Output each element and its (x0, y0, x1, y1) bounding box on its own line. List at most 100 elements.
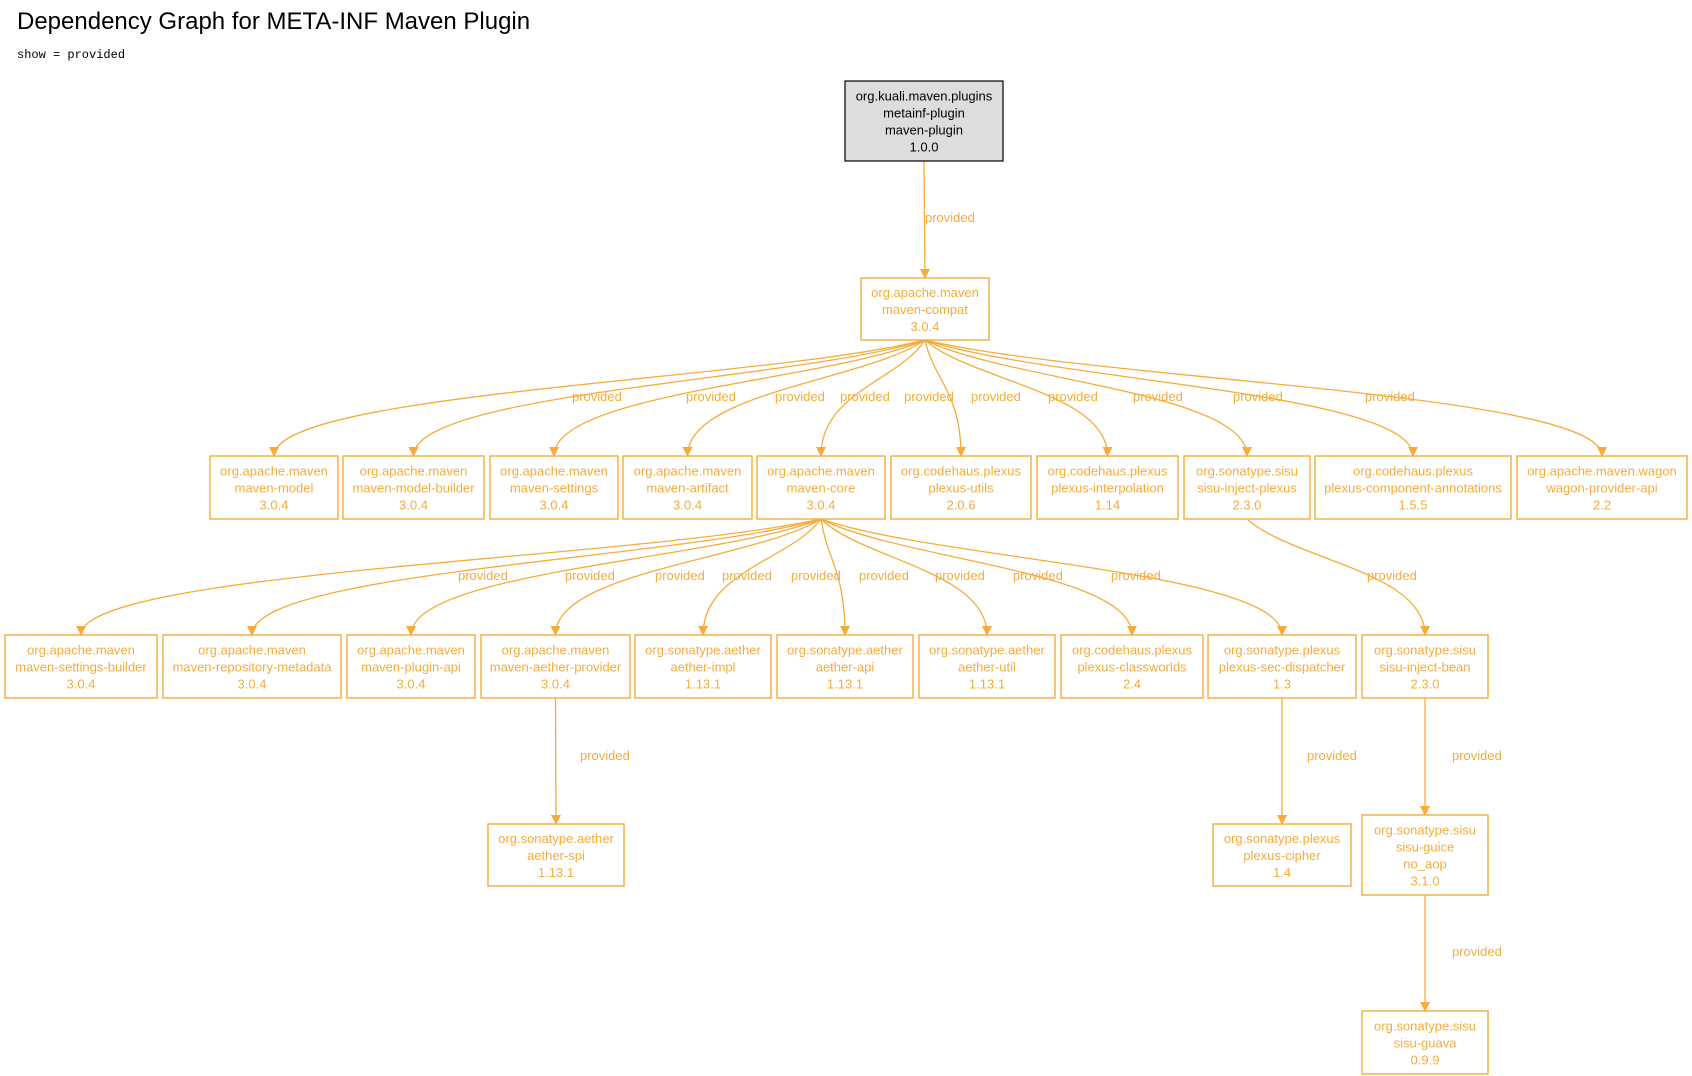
node-line: 3.0.4 (911, 319, 940, 334)
node-line: aether-api (816, 660, 875, 675)
node-line: 1.0.0 (910, 140, 939, 155)
edge-label: provided (791, 568, 841, 583)
node-maven-aether-provider: org.apache.mavenmaven-aether-provider3.0… (480, 634, 631, 699)
node-line: org.apache.maven (198, 643, 306, 658)
edge-maven-compat-to-maven-core (816, 339, 926, 457)
node-line: sisu-guice (1396, 840, 1455, 855)
edge-label: provided (1133, 389, 1183, 404)
edge-maven-core-to-aether-util (820, 518, 992, 636)
node-line: org.codehaus.plexus (1353, 464, 1473, 479)
edge-maven-core-to-maven-plugin-api (406, 518, 822, 636)
node-box (918, 634, 1056, 699)
node-root: org.kuali.maven.pluginsmetainf-pluginmav… (844, 80, 1004, 162)
node-line: maven-settings (510, 481, 599, 496)
node-box (342, 455, 485, 520)
node-line: org.apache.maven (360, 464, 468, 479)
edge-maven-core-to-plexus-classworlds (820, 518, 1137, 636)
node-line: 1.13.1 (685, 677, 721, 692)
node-line: org.apache.maven (27, 643, 135, 658)
node-maven-settings-builder: org.apache.mavenmaven-settings-builder3.… (4, 634, 158, 699)
node-line: 0.9.9 (1411, 1053, 1440, 1068)
node-line: 3.0.4 (238, 677, 267, 692)
edge-label: provided (859, 568, 909, 583)
node-line: org.sonatype.aether (645, 643, 761, 658)
node-line: plexus-interpolation (1051, 481, 1164, 496)
node-wagon-provider-api: org.apache.maven.wagonwagon-provider-api… (1516, 455, 1688, 520)
node-line: sisu-inject-plexus (1197, 481, 1297, 496)
node-line: maven-compat (882, 302, 968, 317)
edge-label: provided (1452, 944, 1502, 959)
edge-label: provided (1013, 568, 1063, 583)
edge-label: provided (840, 389, 890, 404)
node-maven-repository-metadata: org.apache.maven maven-repository-metadat… (162, 634, 342, 699)
node-line: org.codehaus.plexus (1048, 464, 1168, 479)
node-plexus-sec-dispatcher: org.sonatype.plexusplexus-sec-dispatcher… (1207, 634, 1357, 699)
node-box (1314, 455, 1512, 520)
node-line: 1.14 (1095, 498, 1120, 513)
edge-maven-core-to-aether-impl (698, 518, 822, 636)
node-line: 3.0.4 (67, 677, 96, 692)
node-line: plexus-utils (928, 481, 994, 496)
edge-maven-aether-provider-to-aether-spi (550, 697, 561, 825)
edge-label: provided (655, 568, 705, 583)
node-line: maven-artifact (646, 481, 729, 496)
node-box (860, 277, 990, 341)
node-line: 2.3.0 (1411, 677, 1440, 692)
node-line: 1.13.1 (827, 677, 863, 692)
edge-label: provided (686, 389, 736, 404)
node-box (1361, 634, 1489, 699)
node-box (1361, 1010, 1489, 1075)
edge-label: provided (458, 568, 508, 583)
edge-maven-core-to-maven-aether-provider (550, 518, 822, 636)
edge-maven-compat-to-plexus-interpolation (924, 339, 1113, 457)
node-box (1516, 455, 1688, 520)
node-line: 3.0.4 (540, 498, 569, 513)
edge-maven-core-to-maven-repository-metadata (247, 518, 822, 636)
edge-label: provided (935, 568, 985, 583)
edge-label: provided (565, 568, 615, 583)
edge-maven-compat-to-maven-model (269, 339, 926, 457)
node-box (890, 455, 1032, 520)
node-line: org.apache.maven (357, 643, 465, 658)
node-line: no_aop (1403, 857, 1446, 872)
node-line: org.apache.maven (634, 464, 742, 479)
edge-label: provided (925, 210, 975, 225)
node-line: aether-util (958, 660, 1016, 675)
node-line: 2.3.0 (1233, 498, 1262, 513)
node-line: org.sonatype.plexus (1224, 831, 1341, 846)
edge-label: provided (904, 389, 954, 404)
node-line: org.sonatype.plexus (1224, 643, 1341, 658)
node-box (776, 634, 914, 699)
filter-caption: show = provided (17, 48, 126, 62)
node-line: maven-repository-metadata (173, 660, 333, 675)
node-line: 3.0.4 (541, 677, 570, 692)
edge-label: provided (1111, 568, 1161, 583)
node-line: org.sonatype.aether (498, 831, 614, 846)
node-line: wagon-provider-api (1545, 481, 1657, 496)
node-box (844, 80, 1004, 162)
edges-layer: provided provided provided provided provided… (76, 160, 1607, 1012)
node-box (480, 634, 631, 699)
node-line: maven-core (787, 481, 856, 496)
node-line: maven-model (235, 481, 314, 496)
node-line: 2.4 (1123, 677, 1141, 692)
edge-maven-compat-to-maven-settings (549, 339, 926, 457)
edge-maven-compat-to-maven-model-builder (408, 339, 926, 457)
node-line: 3.0.4 (399, 498, 428, 513)
node-line: org.codehaus.plexus (1072, 643, 1192, 658)
node-box (1207, 634, 1357, 699)
